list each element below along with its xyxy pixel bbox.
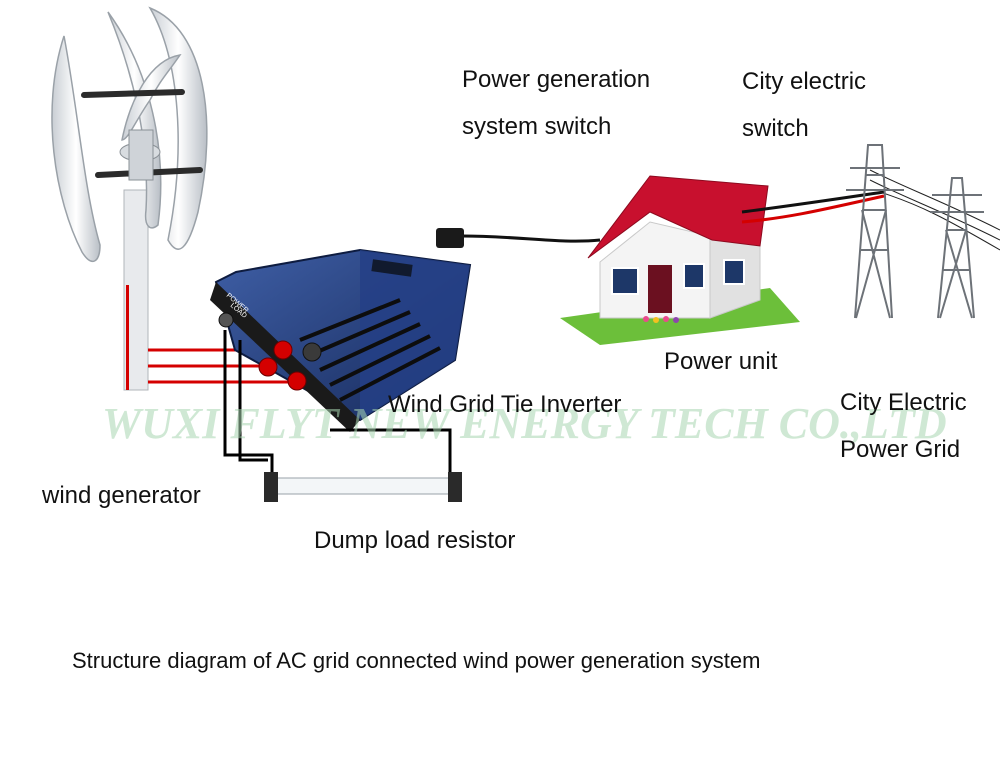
power-pylons <box>846 144 984 319</box>
inverter-label: Wind Grid Tie Inverter <box>388 391 622 418</box>
wind-turbine <box>51 6 208 391</box>
city-electric-switch-label-line1: City electric <box>742 68 867 95</box>
diagram-caption: Structure diagram of AC grid connected w… <box>72 648 761 673</box>
wind-grid-tie-inverter: POWER LOAD <box>210 248 472 432</box>
roof <box>587 175 769 259</box>
watermark: WUXI FLYT NEW ENERGY TECH CO.,LTD <box>102 399 947 448</box>
power-generation-switch-label-line2: system switch <box>462 113 612 140</box>
house-door <box>648 265 672 313</box>
grid-wires <box>741 169 1000 251</box>
city-grid-label-line1: City Electric <box>840 389 967 416</box>
city-electric-switch-label-line2: switch <box>742 115 809 142</box>
house <box>560 175 800 345</box>
city-grid-label-line2: Power Grid <box>840 436 961 463</box>
dump-load-resistor-label: Dump load resistor <box>314 527 516 554</box>
power-unit-label: Power unit <box>664 348 778 375</box>
inverter-display <box>371 259 413 277</box>
wind-generator-label: wind generator <box>42 482 201 509</box>
power-generation-switch-label-line1: Power generation <box>462 66 651 93</box>
heatsink-fins <box>299 298 441 402</box>
dump-load-wires <box>223 330 452 478</box>
flower-bed <box>643 316 679 323</box>
dump-load-resistor <box>264 472 462 502</box>
power-plug <box>436 228 464 248</box>
input-terminals <box>218 312 322 391</box>
ac-power-cable <box>436 228 601 248</box>
